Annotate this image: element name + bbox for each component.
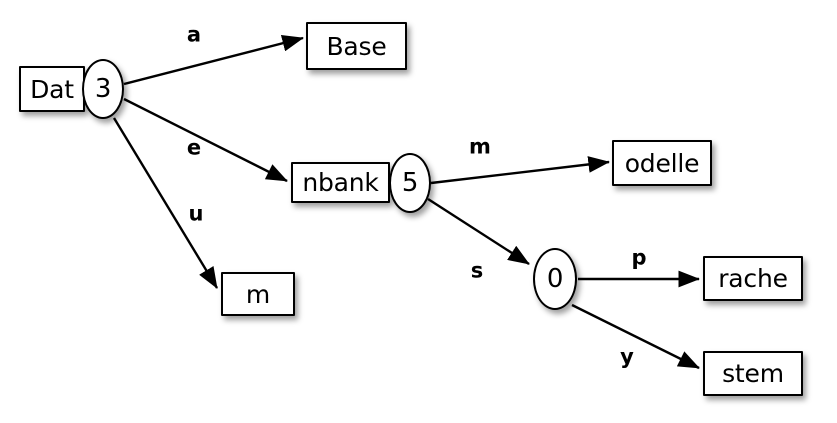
graph-node-m_box[interactable]: m [221,272,295,316]
graph-node-zero[interactable]: 0 [533,248,577,310]
node-label: Dat [30,74,74,104]
graph-node-nbank[interactable]: nbank [291,162,390,203]
node-label: 5 [401,168,419,198]
edge-label-e-p: p [631,245,647,270]
node-label: Base [326,31,387,61]
graph-node-rache[interactable]: rache [703,256,803,301]
graph-edge-e-m[interactable] [430,156,610,185]
graph-node-odelle[interactable]: odelle [612,140,712,186]
edge-label-e-s: s [470,258,484,283]
edge-label-e-e: e [186,135,202,160]
graph-edge-e-y[interactable] [571,303,700,370]
graph-node-five[interactable]: 5 [389,153,431,213]
graph-node-three[interactable]: 3 [82,59,124,119]
graph-edge-e-s[interactable] [427,197,530,266]
node-label: 0 [546,264,564,294]
graph-node-dat[interactable]: Dat [19,66,85,112]
node-label: rache [718,264,788,293]
graph-node-base[interactable]: Base [306,22,407,70]
edge-label-e-m: m [469,134,491,159]
node-label: nbank [302,168,379,197]
edge-label-e-a: a [186,22,202,47]
graph-edge-e-a[interactable] [123,35,304,86]
node-label: m [245,279,271,309]
node-label: 3 [94,74,112,104]
edge-label-e-u: u [188,201,204,226]
edge-label-e-y: y [620,344,634,369]
graph-edge-e-e[interactable] [123,97,288,183]
node-label: odelle [624,148,700,178]
node-label: stem [722,359,784,388]
graph-node-stem[interactable]: stem [703,351,803,396]
